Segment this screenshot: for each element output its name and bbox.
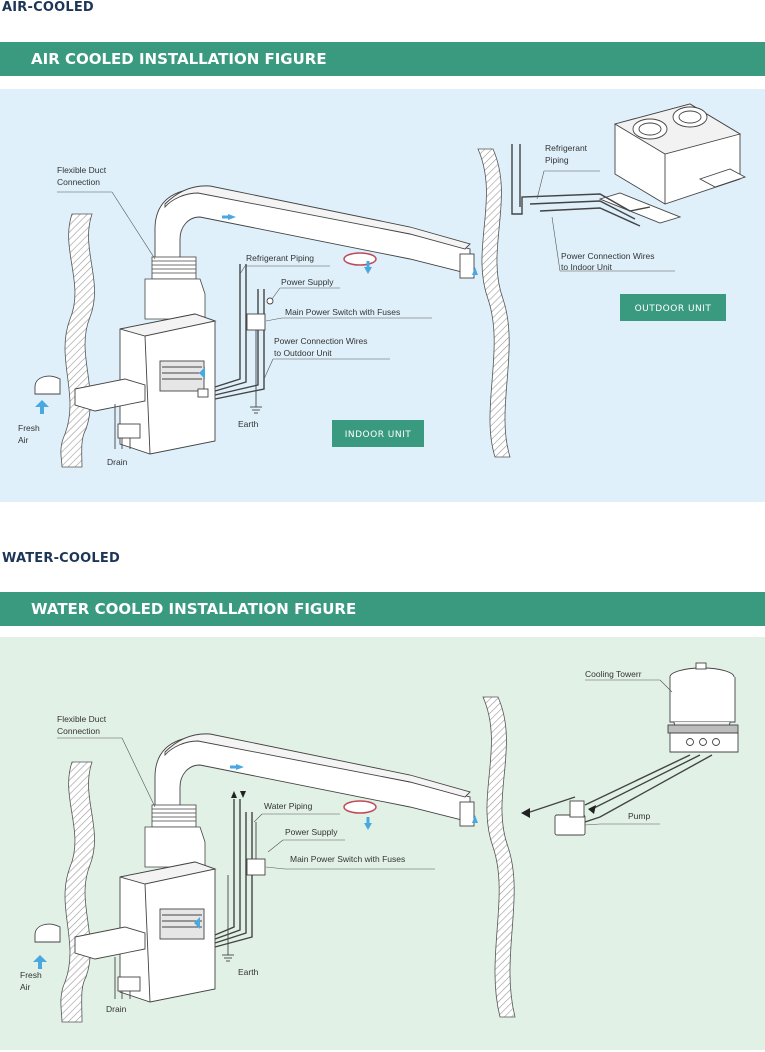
leader-lines [57, 679, 673, 870]
label-outdoor-wires-2: to Indoor Unit [561, 262, 613, 272]
pipe-arrows [231, 791, 246, 798]
left-wall [60, 761, 95, 1023]
fresh-air-duct [34, 375, 146, 449]
label-power-wires: Power Connection Wires [274, 336, 368, 346]
airflow-arrows [35, 214, 478, 414]
refrigerant-piping [214, 264, 265, 400]
duct [154, 185, 475, 279]
air-cooled-heading: AIR-COOLED [2, 0, 94, 15]
indoor-unit-label: INDOOR UNIT [345, 430, 412, 440]
water-cooled-banner: WATER COOLED INSTALLATION FIGURE [0, 592, 765, 626]
label-power-supply: Power Supply [281, 277, 334, 287]
label-earth: Earth [238, 419, 259, 429]
pump [554, 800, 586, 836]
label-flexible-duct-2: Connection [57, 177, 100, 187]
label-refrigerant-piping: Refrigerant Piping [246, 253, 314, 263]
diffuser [343, 252, 377, 266]
leader-lines [57, 170, 675, 380]
switch-box [246, 297, 274, 414]
label-cooling-tower: Cooling Towerr [585, 669, 642, 679]
label-outdoor-wires: Power Connection Wires [561, 251, 655, 261]
air-cooled-diagram: Flexible Duct Connection Refrigerant Pip… [18, 103, 747, 468]
label-flexible-duct-2: Connection [57, 726, 100, 736]
pump-arrows [521, 805, 596, 818]
label-drain: Drain [107, 457, 128, 467]
label-power-supply: Power Supply [285, 827, 338, 837]
label-main-switch: Main Power Switch with Fuses [285, 307, 400, 317]
duct [154, 733, 475, 827]
diffuser [343, 800, 377, 814]
water-cooled-figure: Flexible Duct Connection Water Piping Po… [0, 637, 765, 1050]
water-cooled-diagram: Flexible Duct Connection Water Piping Po… [20, 662, 739, 1023]
outdoor-unit-label: OUTDOOR UNIT [635, 304, 712, 314]
switch-box [222, 822, 266, 962]
air-cooled-figure: Flexible Duct Connection Refrigerant Pip… [0, 89, 765, 502]
water-piping [214, 799, 253, 948]
right-wall [477, 148, 511, 458]
label-pump: Pump [628, 811, 650, 821]
label-water-piping: Water Piping [264, 801, 313, 811]
right-wall [482, 696, 516, 1018]
label-earth: Earth [238, 967, 259, 977]
indoor-unit-button[interactable]: INDOOR UNIT [332, 420, 424, 447]
label-drain: Drain [106, 1004, 127, 1014]
flexible-duct [144, 804, 206, 868]
label-flexible-duct: Flexible Duct [57, 165, 107, 175]
label-fresh-air: Fresh [18, 423, 40, 433]
outdoor-unit [598, 103, 747, 224]
label-power-wires-2: to Outdoor Unit [274, 348, 332, 358]
airflow-arrows [33, 764, 478, 969]
left-wall [60, 213, 95, 468]
air-cooled-banner: AIR COOLED INSTALLATION FIGURE [0, 42, 765, 76]
indoor-unit-body [119, 861, 217, 1003]
pump-piping [529, 754, 713, 823]
fresh-air-duct [34, 923, 146, 999]
label-main-switch: Main Power Switch with Fuses [290, 854, 405, 864]
outdoor-piping [511, 144, 651, 227]
cooling-tower [667, 662, 739, 753]
water-cooled-heading: WATER-COOLED [2, 551, 120, 566]
label-fresh-air-2: Air [18, 435, 29, 445]
indoor-unit-body [119, 313, 217, 455]
label-outdoor-refrigerant: Refrigerant [545, 143, 588, 153]
label-outdoor-refrigerant-2: Piping [545, 155, 569, 165]
label-fresh-air: Fresh [20, 970, 42, 980]
flexible-duct [144, 256, 206, 320]
label-fresh-air-2: Air [20, 982, 31, 992]
label-flexible-duct: Flexible Duct [57, 714, 107, 724]
outdoor-unit-button[interactable]: OUTDOOR UNIT [620, 294, 726, 321]
